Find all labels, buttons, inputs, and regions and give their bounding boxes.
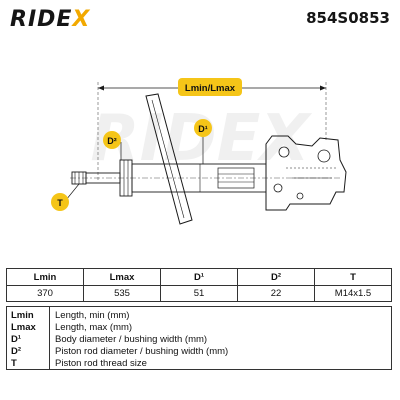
dimension-arrow-left	[98, 85, 104, 91]
legend-item: T Piston rod thread size	[7, 358, 147, 370]
mount-hole	[296, 192, 304, 200]
legend: Lmin Length, min (mm) Lmax Length, max (…	[6, 306, 392, 370]
knuckle-bracket	[265, 135, 347, 211]
header-t: T	[314, 268, 392, 286]
d2-callout-label: D²	[107, 136, 117, 146]
header-d1: D¹	[160, 268, 238, 286]
header-d2: D²	[237, 268, 315, 286]
legend-item: D² Piston rod diameter / bushing width (…	[7, 346, 228, 358]
spec-table: Lmin Lmax D¹ D² T 370 535 51 22 M14x1.5	[6, 268, 392, 302]
legend-key: D¹	[11, 334, 22, 345]
dimension-arrow-right	[320, 85, 326, 91]
legend-desc: Length, max (mm)	[55, 322, 133, 333]
t-callout	[51, 193, 69, 211]
part-number: 854S0853	[306, 9, 390, 27]
dimension-label: Lmin/Lmax	[185, 83, 236, 94]
legend-key: Lmin	[11, 310, 34, 321]
legend-divider	[49, 307, 50, 369]
value-d1: 51	[160, 285, 238, 302]
legend-key: D²	[11, 346, 22, 357]
spec-table-value-row: 370 535 51 22 M14x1.5	[6, 285, 392, 302]
ridex-logo: RIDEX	[10, 6, 90, 32]
shock-absorber-drawing: RIDEX Lmin/Lmax D² D¹ T	[51, 78, 347, 225]
d1-callout-label: D¹	[198, 124, 208, 134]
mount-hole	[278, 146, 290, 158]
d1-callout	[194, 119, 212, 137]
brand-name: RIDEX	[10, 6, 91, 32]
t-leader	[65, 183, 80, 201]
value-d2: 22	[237, 285, 315, 302]
legend-desc: Piston rod diameter / bushing width (mm)	[55, 346, 229, 357]
mount-hole	[317, 149, 331, 163]
logo-accent-letter: X	[72, 6, 91, 32]
header-lmin: Lmin	[6, 268, 84, 286]
watermark: RIDEX	[90, 102, 312, 176]
legend-item: Lmin Length, min (mm)	[7, 310, 129, 322]
legend-item: Lmax Length, max (mm)	[7, 322, 132, 334]
spec-table-header-row: Lmin Lmax D¹ D² T	[6, 268, 392, 286]
spring-seat-inner	[151, 99, 185, 219]
value-t: M14x1.5	[314, 285, 392, 302]
mount-hole	[273, 183, 283, 193]
legend-desc: Piston rod thread size	[55, 358, 147, 369]
legend-key: Lmax	[11, 322, 36, 333]
legend-desc: Body diameter / bushing width (mm)	[55, 334, 208, 345]
body-bracket	[217, 167, 255, 189]
value-lmin: 370	[6, 285, 84, 302]
dimension-label-box	[178, 78, 242, 96]
d2-callout	[103, 131, 121, 149]
t-callout-label: T	[57, 198, 63, 208]
header-lmax: Lmax	[83, 268, 161, 286]
legend-key: T	[11, 358, 17, 369]
legend-item: D¹ Body diameter / bushing width (mm)	[7, 334, 207, 346]
spring-seat	[145, 93, 193, 225]
legend-desc: Length, min (mm)	[55, 310, 130, 321]
value-lmax: 535	[83, 285, 161, 302]
header: RIDEX 854S0853	[0, 0, 400, 36]
